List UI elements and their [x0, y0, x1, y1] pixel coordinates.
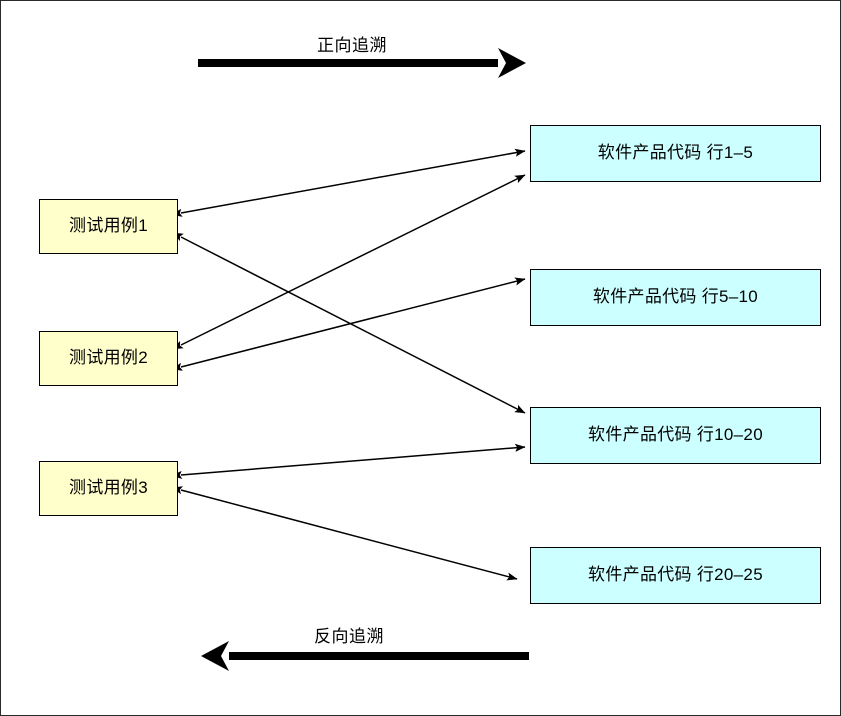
link-tc1-cu1 [171, 148, 526, 217]
test-case-node-1[interactable]: 测试用例1 [39, 199, 178, 254]
code-unit-node-3[interactable]: 软件产品代码 行10–20 [530, 407, 821, 464]
test-case-node-2[interactable]: 测试用例2 [39, 331, 178, 386]
link-tc3-cu3 [171, 443, 526, 480]
link-tc1-cu3 [172, 232, 526, 414]
link-tc2-cu1 [172, 174, 526, 350]
test-case-node-3[interactable]: 测试用例3 [39, 461, 178, 516]
forward-trace-label: 正向追溯 [317, 36, 387, 55]
backward-trace-label: 反向追溯 [314, 627, 384, 646]
code-unit-node-4[interactable]: 软件产品代码 行20–25 [530, 547, 821, 604]
link-tc3-cu4 [171, 486, 518, 581]
link-tc2-cu2 [171, 277, 526, 371]
code-unit-node-2[interactable]: 软件产品代码 行5–10 [530, 269, 821, 326]
code-unit-node-1[interactable]: 软件产品代码 行1–5 [530, 125, 821, 182]
